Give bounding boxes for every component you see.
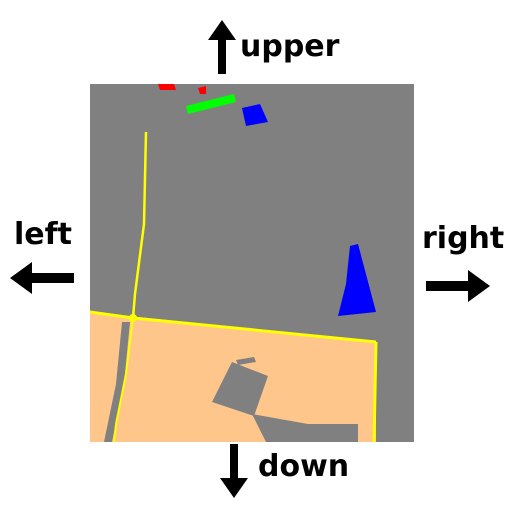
- road-strip: [104, 322, 130, 442]
- intersection-marker: [129, 314, 137, 322]
- arrow-up-icon: [208, 20, 236, 74]
- lane-line: [131, 131, 148, 319]
- vehicle: [338, 244, 376, 316]
- lane-line: [113, 317, 134, 442]
- arrow-right-icon: [426, 270, 490, 302]
- direction-label-right: right: [422, 221, 505, 256]
- building-footprint: [212, 362, 268, 416]
- ego-vehicle: [186, 94, 236, 114]
- road-patch: [252, 414, 358, 442]
- building-footprint: [236, 357, 256, 365]
- birdseye-map: [90, 84, 414, 442]
- arrow-left-icon: [10, 262, 74, 294]
- arrow-down-icon: [220, 444, 248, 498]
- pedestrian: [198, 86, 206, 94]
- lane-line: [372, 341, 378, 442]
- vehicle: [242, 104, 268, 126]
- pedestrian: [158, 84, 176, 90]
- direction-label-upper: upper: [240, 29, 340, 64]
- direction-label-left: left: [14, 217, 73, 252]
- direction-label-down: down: [258, 449, 350, 484]
